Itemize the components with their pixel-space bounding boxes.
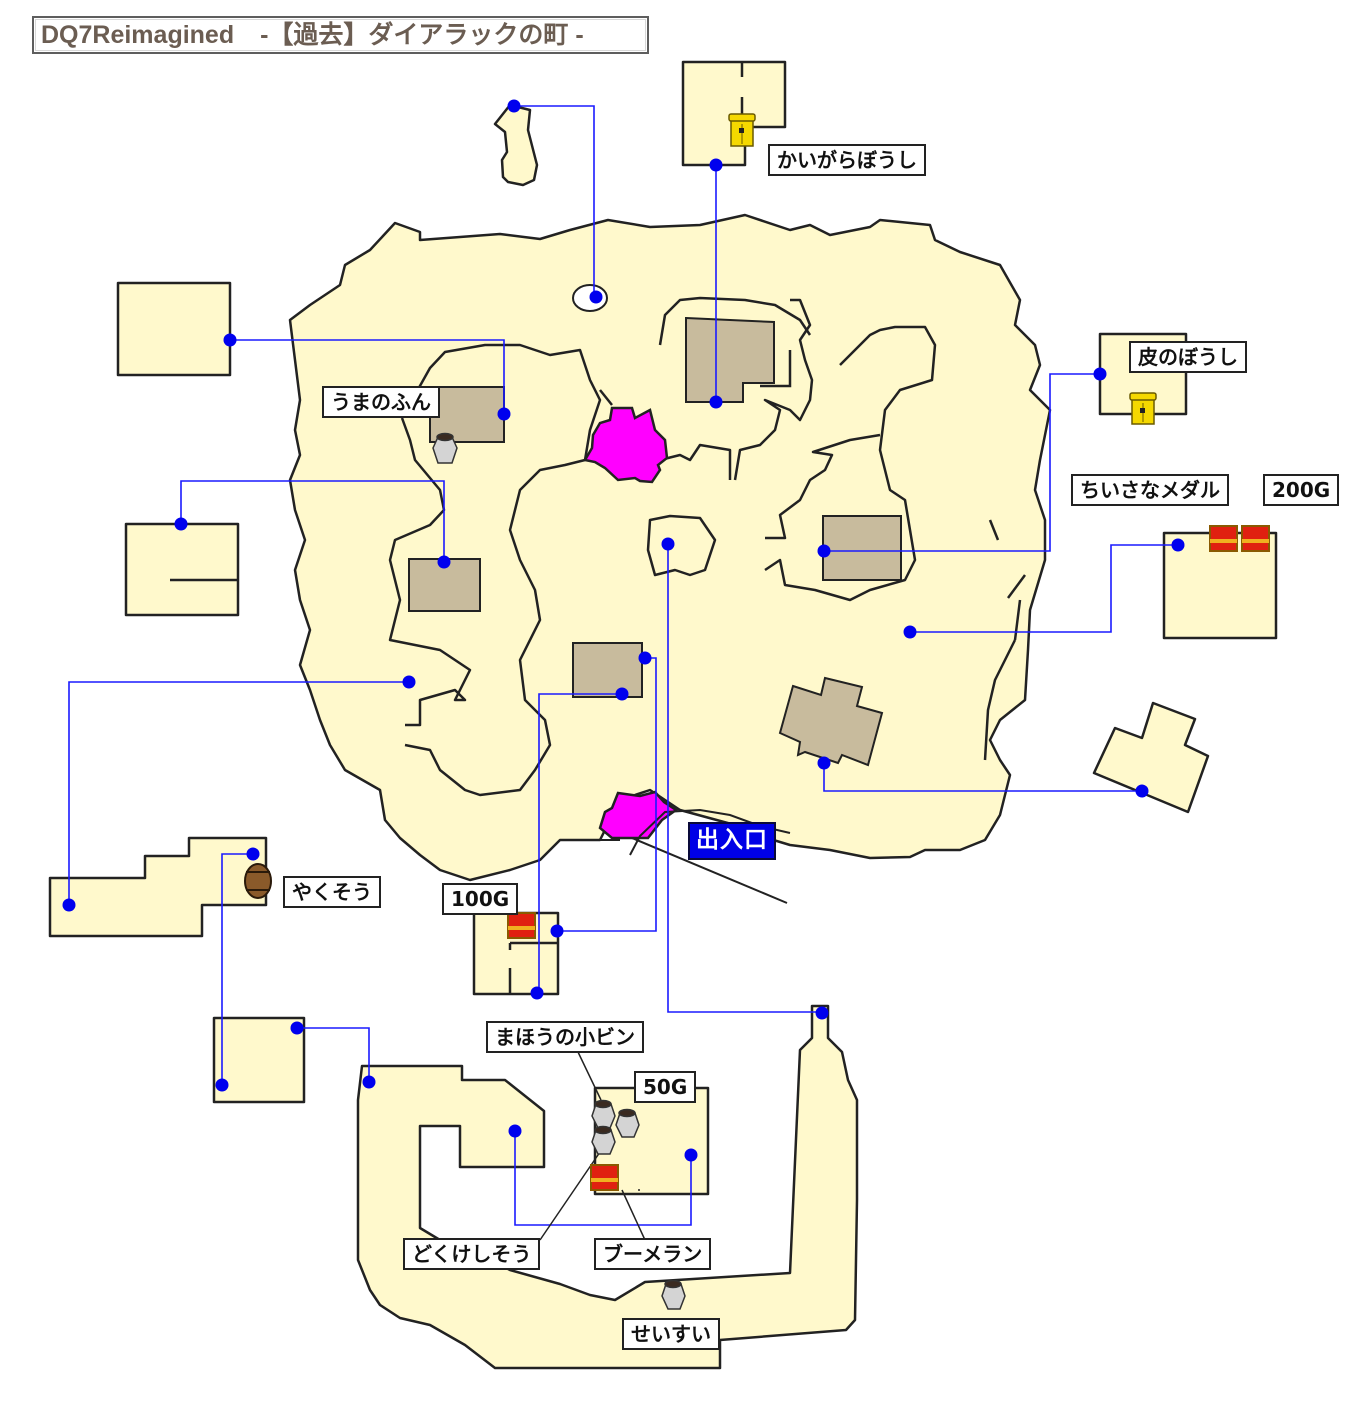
warp-marker-dot[interactable] <box>815 1006 829 1020</box>
label-boomerang: ブーメラン <box>594 1238 712 1270</box>
page-title: DQ7Reimagined -【過去】ダイアラックの町 - <box>32 16 649 54</box>
label-100g: 100G <box>442 883 519 915</box>
label-200g: 200G <box>1263 474 1340 506</box>
warp-marker-dot[interactable] <box>709 395 723 409</box>
east-room-3 <box>1092 701 1210 814</box>
warp-marker-dot[interactable] <box>437 555 451 569</box>
warp-tile-north[interactable] <box>583 406 669 484</box>
warp-marker-dot[interactable] <box>508 1124 522 1138</box>
warp-marker-dot[interactable] <box>215 1078 229 1092</box>
label-kaigara: かいがらぼうし <box>768 144 926 176</box>
exit-label[interactable]: 出入口 <box>688 822 776 860</box>
building-4 <box>822 515 902 581</box>
warp-marker-dot[interactable] <box>589 290 603 304</box>
warp-marker-dot[interactable] <box>402 675 416 689</box>
pot-icon <box>591 1099 616 1129</box>
warp-markers <box>62 99 1185 1162</box>
building-3 <box>685 316 775 403</box>
south-complex <box>356 1004 859 1370</box>
building-2 <box>408 558 481 612</box>
warp-marker-dot[interactable] <box>507 99 521 113</box>
warp-marker-dot[interactable] <box>638 651 652 665</box>
warp-marker-dot[interactable] <box>223 333 237 347</box>
pot-icon <box>432 432 458 464</box>
warp-marker-dot[interactable] <box>1171 538 1185 552</box>
warp-marker-dot[interactable] <box>684 1148 698 1162</box>
building-6 <box>778 676 884 767</box>
connection-line <box>538 693 622 993</box>
connection-lines <box>68 105 1178 1226</box>
label-seisui: せいすい <box>622 1318 720 1350</box>
west-room-1 <box>116 281 232 377</box>
connection-line <box>221 853 253 1085</box>
warp-marker-dot[interactable] <box>174 517 188 531</box>
treasure-chest-icon <box>590 1164 619 1191</box>
dresser-icon <box>1129 392 1157 425</box>
label-kawa: 皮のぼうし <box>1129 341 1247 373</box>
warp-marker-dot[interactable] <box>661 537 675 551</box>
label-50g: 50G <box>634 1071 697 1103</box>
label-yakusou: やくそう <box>283 876 381 908</box>
warp-marker-dot[interactable] <box>817 544 831 558</box>
warp-marker-dot[interactable] <box>1093 367 1107 381</box>
connection-line <box>910 544 1178 633</box>
treasure-chest-icon <box>1209 525 1238 552</box>
north-islet <box>493 103 539 187</box>
warp-tile-south[interactable] <box>598 790 679 840</box>
warp-marker-dot[interactable] <box>550 924 564 938</box>
warp-marker-dot[interactable] <box>530 986 544 1000</box>
treasure-chest-icon <box>1241 525 1270 552</box>
building-5 <box>572 642 643 698</box>
warp-marker-dot[interactable] <box>246 847 260 861</box>
connection-line <box>824 373 1100 552</box>
title-location: -【過去】ダイアラックの町 - <box>260 21 584 49</box>
connection-line <box>823 763 1142 792</box>
title-game: DQ7Reimagined <box>41 21 235 49</box>
pot-icon <box>591 1125 616 1155</box>
label-medal: ちいさなメダル <box>1071 474 1229 506</box>
connection-line <box>230 339 505 414</box>
warp-marker-dot[interactable] <box>1135 784 1149 798</box>
south-room-1 <box>212 1016 306 1104</box>
warp-marker-dot[interactable] <box>290 1021 304 1035</box>
warp-marker-dot[interactable] <box>615 687 629 701</box>
warp-marker-dot[interactable] <box>709 158 723 172</box>
pot-icon <box>661 1279 686 1310</box>
connection-line <box>68 681 409 905</box>
west-room-2 <box>124 522 240 617</box>
barrel-icon <box>244 863 272 899</box>
warp-marker-dot[interactable] <box>362 1075 376 1089</box>
warp-marker-dot[interactable] <box>497 407 511 421</box>
warp-marker-dot[interactable] <box>62 898 76 912</box>
label-dokukeshi: どくけしそう <box>403 1238 541 1270</box>
connection-line <box>180 480 445 562</box>
label-mahou: まほうの小ビン <box>486 1021 644 1053</box>
connection-line <box>514 1131 692 1226</box>
warp-marker-dot[interactable] <box>817 756 831 770</box>
dresser-icon <box>728 113 756 147</box>
label-umanofun: うまのふん <box>322 386 440 418</box>
southwest-room <box>48 836 268 938</box>
connection-line <box>667 544 822 1013</box>
pot-icon <box>615 1108 640 1138</box>
treasure-chest-icon <box>507 912 536 939</box>
connection-line <box>297 1027 370 1082</box>
warp-marker-dot[interactable] <box>903 625 917 639</box>
connection-line <box>514 105 595 297</box>
